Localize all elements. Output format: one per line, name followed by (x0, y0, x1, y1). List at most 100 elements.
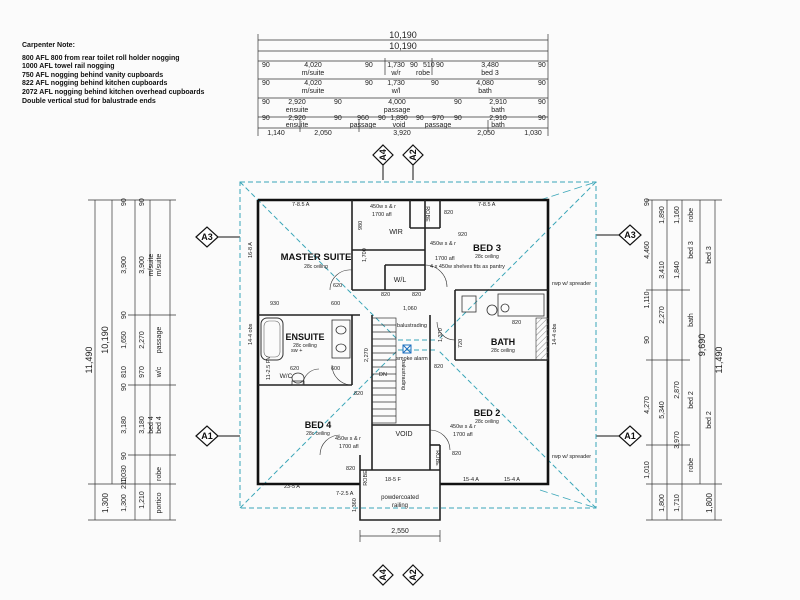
dim: 2,270 (659, 306, 666, 324)
right-dimension-strings (646, 199, 722, 521)
dim-bottom: 2,550 (391, 528, 409, 535)
dim-label: ensuite (286, 122, 309, 129)
dim: 90 (121, 452, 128, 460)
label-powdercoated: powdercoated (381, 495, 419, 501)
bottom-dimension: 2,550 (359, 528, 441, 542)
label-balustrading: balustrading (400, 360, 406, 390)
room-master-suite: MASTER SUITE (281, 252, 352, 263)
roof-valley-lines (539, 181, 597, 509)
dim: 90 (644, 198, 651, 206)
svg-text:A4: A4 (378, 149, 388, 161)
dim-label: bed 2 (706, 411, 713, 429)
dim-note: 820 (412, 292, 421, 298)
note-line: 800 AFL 800 from rear toilet roll holder… (22, 54, 180, 62)
bathtub (260, 317, 284, 361)
section-marker-a1-left: A1 (195, 425, 240, 447)
dim-note: 820 (354, 391, 363, 397)
dim: 510 (423, 62, 435, 69)
room-robe: ROBE (363, 470, 369, 486)
dim: 90 (365, 62, 373, 69)
section-marker-a3-right: A3 (596, 224, 642, 246)
section-marker-a2-bottom: A2 (402, 564, 424, 586)
gutter-note: 14-4 obs (248, 323, 254, 345)
dim: 1,010 (644, 461, 651, 479)
gutter-note: 7-8.5 A (478, 202, 496, 208)
gutter-note: 14-4 obs (552, 323, 558, 345)
dim: 2,050 (314, 130, 332, 137)
top-dimension-strings (257, 34, 549, 136)
dim-note: 620 (333, 283, 342, 289)
dim: 2,270 (139, 331, 146, 349)
dim-note: 1,700 (362, 248, 368, 262)
dim: 1,160 (674, 206, 681, 224)
dim: 3,920 (393, 130, 411, 137)
dim-note: 620 (290, 366, 299, 372)
ceiling-note: 28c ceiling (475, 254, 499, 260)
gutter-note: 18-5 F (385, 477, 402, 483)
dim-sub-right: 9,690 (697, 334, 707, 357)
dim-label: bed 4 (156, 416, 163, 434)
dim: 4,460 (644, 241, 651, 259)
dim: 1,800 (659, 494, 666, 512)
note-afl: 1700 afl (453, 432, 473, 438)
dim-label: bath (491, 107, 505, 114)
left-dimension-text: 11,490 10,190 1,300 1,300 90 3,900 90 1,… (84, 198, 163, 513)
dim-label: bed 3 (481, 70, 499, 77)
dim: 90 (378, 115, 386, 122)
gutter-note: 15-4 A (463, 477, 479, 483)
dim: 3,410 (659, 261, 666, 279)
dim-label: passage (384, 107, 411, 114)
dim: 3,900 (139, 256, 146, 274)
dim: 90 (538, 99, 546, 106)
svg-text:A3: A3 (201, 232, 213, 242)
ensuite-vanity-basin (331, 319, 351, 359)
dim: 210 (121, 477, 128, 489)
dim: 2,920 (288, 115, 306, 122)
room-bath: BATH (491, 337, 515, 347)
dim: 1,300 (121, 494, 128, 512)
note-afl: 1700 afl (372, 212, 392, 218)
gutter-note: 16-8 A (248, 242, 254, 258)
dim-label: passage (156, 327, 163, 354)
dim-label: robe (688, 458, 695, 472)
svg-text:A1: A1 (624, 431, 636, 441)
dim-note: 820 (346, 466, 355, 472)
dim-label: ensuite (286, 107, 309, 114)
svg-text:A2: A2 (408, 569, 418, 581)
gutter-note: 23-5 A (284, 484, 300, 490)
dim: 90 (262, 99, 270, 106)
dim-note: 600 (331, 301, 340, 307)
note-afl: 1700 afl (435, 256, 455, 262)
dim-label: robe (688, 208, 695, 222)
dim-note: 820 (452, 451, 461, 457)
dim-label: bed 3 (706, 246, 713, 264)
dim-note: 920 (458, 232, 467, 238)
room-wir: WIR (389, 229, 403, 236)
left-dimension-strings (88, 199, 176, 521)
dim-label: void (393, 122, 406, 129)
dim-sub-left: 10,190 (100, 326, 110, 354)
dim-label: bath (478, 88, 492, 95)
dim: 2,910 (489, 99, 507, 106)
dim-label: m/suite (148, 254, 155, 277)
dim-label: passage (425, 122, 452, 129)
dim: 1,710 (674, 494, 681, 512)
note-sw: sw + (291, 348, 302, 354)
dim-note: 600 (331, 366, 340, 372)
dim: 2,870 (674, 381, 681, 399)
dim: 1,890 (659, 206, 666, 224)
interior-walls (258, 200, 548, 521)
dim: 90 (538, 115, 546, 122)
dim-left-bottom: 1,300 (101, 492, 110, 513)
dim: 2,910 (489, 115, 507, 122)
dim: 970 (139, 366, 146, 378)
dim-overall-right: 11,490 (714, 347, 724, 374)
svg-text:A4: A4 (378, 569, 388, 581)
dim: 2,920 (288, 99, 306, 106)
dim-note: 820 (381, 292, 390, 298)
room-ensuite: ENSUITE (285, 332, 324, 342)
dim: 90 (431, 80, 439, 87)
dim: 4,020 (304, 80, 322, 87)
section-marker-a4-top: A4 (372, 144, 394, 180)
